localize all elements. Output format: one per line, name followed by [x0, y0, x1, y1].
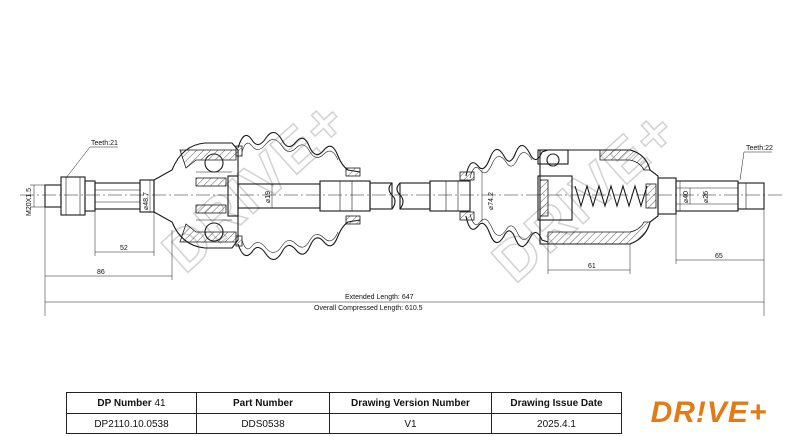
label-extended-length: Extended Length: 647: [345, 294, 414, 301]
value-issue-date: 2025.4.1: [537, 418, 576, 430]
label-thread: M20X1.5: [26, 188, 33, 216]
title-block-table: DP Number 41 Part Number Drawing Version…: [66, 392, 622, 434]
left-boot: [235, 131, 361, 261]
label-teeth-left: Teeth:21: [91, 140, 118, 147]
header-dp-number: DP Number 41: [67, 393, 197, 413]
label-dia-74-2: ⌀74.2: [488, 192, 495, 210]
left-cv-joint: [153, 142, 239, 249]
label-dia-19: ⌀19: [265, 191, 272, 203]
svg-text:DRIVE+: DRIVE+: [150, 87, 359, 285]
header-issue-date: Drawing Issue Date: [510, 397, 603, 409]
dp-count: 41: [154, 397, 166, 409]
value-version: V1: [330, 414, 492, 434]
label-dim-52: 52: [120, 245, 128, 252]
value-part-number: DDS0538: [197, 414, 330, 434]
dimension-labels: Teeth:21 Teeth:22 M20X1.5 ⌀48.7 ⌀19 ⌀74.…: [26, 140, 773, 312]
label-dim-61: 61: [588, 263, 596, 270]
label-dim-86: 86: [97, 269, 105, 276]
label-dim-65: 65: [715, 253, 723, 260]
label-dia-40: ⌀40: [683, 191, 690, 203]
brand-logo: DR!VE+: [624, 394, 794, 432]
value-dp-number: DP2110.10.0538: [67, 414, 197, 434]
label-teeth-right: Teeth:22: [746, 145, 773, 152]
header-part-number: Part Number: [197, 393, 330, 413]
table-header-row: DP Number 41 Part Number Drawing Version…: [67, 393, 621, 413]
watermark: DRIVE+ DRIVE+: [149, 86, 690, 295]
right-cv-joint: [537, 149, 659, 245]
label-compressed-length: Overall Compressed Length: 610.5: [314, 305, 423, 312]
right-stub: [657, 177, 765, 215]
header-version: Drawing Version Number: [330, 393, 492, 413]
table-value-row: DP2110.10.0538 DDS0538 V1 2025.4.1: [67, 413, 621, 434]
dimensions: [30, 146, 772, 316]
brand-logo-text: DR!VE+: [650, 396, 768, 429]
label-dia-26: ⌀26: [703, 191, 710, 203]
shaft: [237, 180, 471, 212]
label-dia-48-7: ⌀48.7: [143, 192, 150, 210]
right-boot: [459, 144, 549, 248]
left-stub: [44, 176, 155, 216]
